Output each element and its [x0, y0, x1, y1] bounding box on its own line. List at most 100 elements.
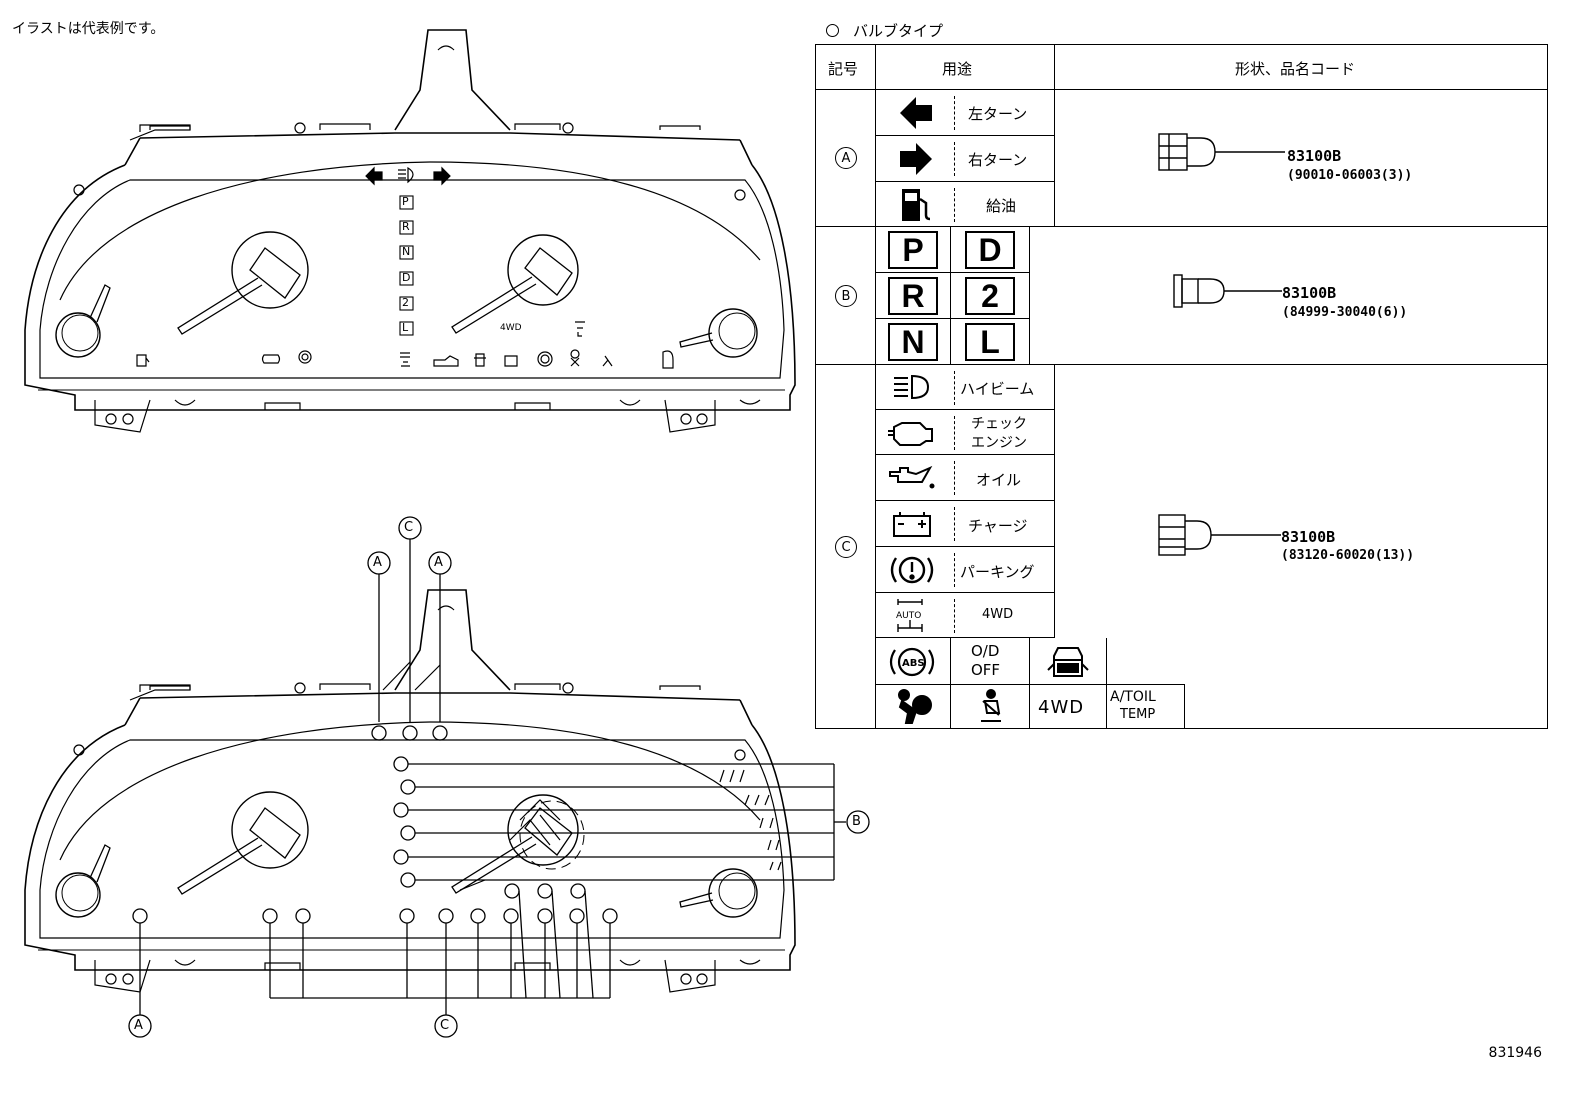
header-usage: 用途	[942, 60, 973, 78]
callout-c-top: C	[404, 520, 414, 535]
gear-d-icon: D	[965, 231, 1015, 269]
gear-l-icon: L	[965, 323, 1015, 361]
wedge-bulb-b-icon	[1173, 274, 1282, 308]
row-4wd: AUTO 4WD	[875, 592, 1055, 638]
gear-cell-2: 2	[950, 272, 1030, 319]
gear-letter-l: L	[402, 321, 409, 334]
callout-a-top-left: A	[373, 555, 382, 570]
high-beam-icon	[894, 374, 930, 400]
od-off-label-1: O/D	[971, 642, 1000, 660]
row-parking: パーキング	[875, 546, 1055, 593]
row-check-engine-label: チェック	[971, 416, 1027, 432]
illustration-note: イラストは代表例です。	[12, 21, 165, 37]
group-b-symbol: B	[835, 285, 857, 307]
od-off-label-2: OFF	[971, 661, 1001, 679]
row-check-engine-label-2: エンジン	[971, 435, 1027, 451]
check-engine-icon	[888, 422, 933, 446]
auto-4wd-icon: AUTO	[896, 599, 923, 632]
abs-cell: ABS	[875, 637, 951, 685]
group-b-part-sub: (84999-30040(6))	[1282, 305, 1408, 320]
row-high-beam: ハイビーム	[875, 364, 1055, 410]
group-c-part-sub: (83120-60020(13))	[1281, 548, 1415, 563]
group-c-part-code: 83100B	[1281, 528, 1336, 546]
od-off-cell: O/D OFF	[950, 637, 1030, 685]
group-c-symbol-cell: C	[815, 364, 876, 729]
group-c-part-cell: 83100B (83120-60020(13))	[1054, 364, 1548, 638]
fwd-cell: 4WD	[1029, 684, 1107, 729]
header-symbol: 記号	[828, 60, 859, 78]
row-parking-label: パーキング	[960, 563, 1035, 581]
group-c-part-cell-lower	[1184, 637, 1548, 729]
door-ajar-car-icon	[1047, 647, 1089, 677]
cluster-4wd-label: 4WD	[500, 323, 522, 333]
door-ajar-cell	[1029, 637, 1107, 685]
row-left-turn: 左ターン	[875, 89, 1055, 136]
gear-cell-p: P	[875, 226, 951, 273]
gear-2-icon: 2	[965, 277, 1015, 315]
gear-letter-r: R	[402, 220, 410, 233]
gear-cell-r: R	[875, 272, 951, 319]
row-check-engine: チェック エンジン	[875, 409, 1055, 455]
battery-icon	[893, 512, 931, 537]
row-4wd-label: 4WD	[982, 607, 1014, 622]
header-shape: 形状、品名コード	[1235, 60, 1356, 78]
svg-text:ABS: ABS	[902, 658, 925, 669]
group-a-symbol-cell: A	[815, 89, 876, 227]
parking-brake-icon	[890, 556, 934, 584]
row-charge-label: チャージ	[968, 517, 1028, 535]
gear-n-icon: N	[888, 323, 938, 361]
callout-c-bottom: C	[440, 1018, 450, 1033]
fwd-label: 4WD	[1038, 697, 1085, 718]
callout-a-top-right: A	[434, 555, 443, 570]
gear-p-icon: P	[888, 231, 938, 269]
gear-r-icon: R	[888, 277, 938, 315]
gear-cell-n: N	[875, 318, 951, 365]
wedge-bulb-a-icon	[1158, 133, 1285, 171]
wedge-bulb-c-icon	[1158, 514, 1281, 556]
figure-number: 831946	[1488, 1045, 1542, 1061]
gear-letter-d: D	[402, 271, 411, 284]
group-a-symbol: A	[835, 147, 857, 169]
oil-can-icon	[889, 465, 935, 489]
group-a-part-cell: 83100B (90010-06003(3))	[1054, 89, 1548, 227]
row-fuel: 給油	[875, 181, 1055, 227]
header-shape-cell: 形状、品名コード	[1054, 44, 1548, 90]
row-oil: オイル	[875, 454, 1055, 501]
callout-b: B	[852, 814, 861, 829]
group-b-part-cell: 83100B (84999-30040(6))	[1029, 226, 1548, 365]
legend-title-circle-icon	[826, 24, 839, 37]
at-oil-temp-cell: A/TOIL TEMP	[1106, 684, 1185, 729]
legend-title-text: バルブタイプ	[853, 22, 944, 40]
at-oil-label-1: A/TOIL	[1110, 689, 1156, 705]
svg-text:AUTO: AUTO	[896, 611, 921, 621]
group-b-part-code: 83100B	[1282, 284, 1337, 302]
top-gear-boxes	[399, 195, 414, 336]
gear-letter-n: N	[402, 245, 411, 258]
left-turn-arrow-icon	[900, 97, 932, 129]
callout-a-bottom: A	[134, 1018, 143, 1033]
group-a-part-sub: (90010-06003(3))	[1287, 168, 1413, 183]
right-turn-arrow-icon	[900, 143, 932, 175]
row-oil-label: オイル	[976, 471, 1022, 489]
group-a-part-code: 83100B	[1287, 147, 1342, 165]
group-c-symbol: C	[835, 536, 857, 558]
gear-letter-p: P	[402, 195, 409, 208]
row-right-turn: 右ターン	[875, 135, 1055, 182]
seatbelt-cell	[950, 684, 1030, 729]
gear-cell-l: L	[950, 318, 1030, 365]
airbag-cell	[875, 684, 951, 729]
row-fuel-label: 給油	[986, 197, 1017, 215]
header-usage-cell: 用途	[875, 44, 1055, 90]
gear-letter-2: 2	[402, 296, 409, 309]
row-right-turn-label: 右ターン	[968, 151, 1028, 169]
abs-icon: ABS	[889, 647, 935, 677]
seatbelt-icon	[981, 689, 1001, 722]
airbag-icon	[898, 689, 932, 724]
group-b-symbol-cell: B	[815, 226, 876, 365]
row-charge: チャージ	[875, 500, 1055, 547]
legend-title: バルブタイプ	[826, 20, 943, 41]
header-symbol-cell: 記号	[815, 44, 876, 90]
row-left-turn-label: 左ターン	[968, 105, 1028, 123]
at-oil-label-2: TEMP	[1120, 707, 1156, 722]
